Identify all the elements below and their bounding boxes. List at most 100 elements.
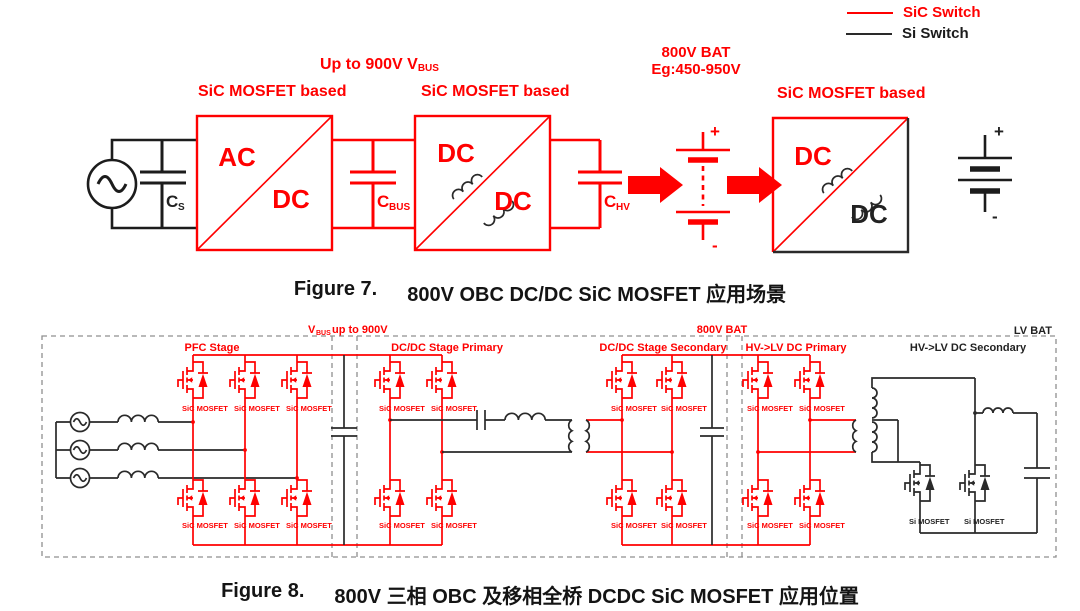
stage-label-pfc: PFC Stage xyxy=(184,342,239,354)
ac-source-circuit xyxy=(86,138,197,230)
stage-boxes xyxy=(41,335,1057,558)
label-800v-bat-line2: Eg:450-950V xyxy=(651,61,741,79)
transformer1-secondary-icon xyxy=(584,419,591,453)
sic-power-path xyxy=(195,114,909,253)
sic-mosfet-icon xyxy=(606,361,638,399)
sic-mosfet-label: SiC MOSFET xyxy=(431,404,477,413)
transformer2-primary-icon xyxy=(851,419,858,453)
sic-mosfet-icon xyxy=(742,479,774,517)
bus-cap-icon xyxy=(331,355,357,545)
label-vbus-sub: BUS xyxy=(417,63,439,74)
sic-mosfet-label: SiC MOSFET xyxy=(379,521,425,530)
transformer-coils-icon xyxy=(451,167,883,227)
sic-mosfet-icon xyxy=(426,479,458,517)
fig8-vbus-post: up to 900V xyxy=(332,324,388,336)
inductor-icon xyxy=(117,414,160,423)
sic-mosfet-label: SiC MOSFET xyxy=(286,404,332,413)
sic-mosfet-label: SiC MOSFET xyxy=(661,404,707,413)
sic-mosfet-icon xyxy=(656,479,688,517)
sic-mosfet-label: SiC MOSFET xyxy=(182,521,228,530)
stage-label-hvlv-primary: HV->LV DC Primary xyxy=(746,342,848,354)
dcdc2-block xyxy=(773,118,910,254)
figure8-caption-text: 800V 三相 OBC 及移相全桥 DCDC SiC MOSFET 应用位置 xyxy=(334,586,859,608)
dcdc1-block xyxy=(413,114,552,252)
fig8-lv-bat: LV BAT xyxy=(1014,325,1052,337)
figure8-caption: Figure 8. 800V 三相 OBC 及移相全桥 DCDC SiC MOS… xyxy=(0,580,1080,609)
sic-mosfet-icon xyxy=(426,361,458,399)
label-800v-bat-line1: 800V BAT xyxy=(661,44,731,61)
sic-mosfet-icon xyxy=(281,361,313,399)
stage-label-dcdc-secondary: DC/DC Stage Secondary xyxy=(599,342,727,354)
label-800v-bat: 800V BAT Eg:450-950V xyxy=(626,44,766,79)
dcdc2-label-top: DC xyxy=(794,141,832,171)
si-mosfet-icon xyxy=(904,464,936,502)
figure7-caption-num: Figure 7. xyxy=(293,278,378,300)
legend-item-sic: SiC Switch xyxy=(847,4,981,21)
fig8-800v-bat: 800V BAT xyxy=(697,324,748,336)
label-vbus-900v: Up to 900V VBUS xyxy=(320,56,439,75)
cap-cbus-icon xyxy=(350,140,396,228)
sic-mosfet-icon xyxy=(281,479,313,517)
figure8-labels: V BUS up to 900V 800V BAT LV BAT PFC Sta… xyxy=(184,324,1052,354)
sic-mosfet-label: SiC MOSFET xyxy=(286,521,332,530)
series-inductor-icon xyxy=(504,412,572,421)
sic-mosfet-icon xyxy=(374,479,406,517)
sic-mosfet-icon xyxy=(229,361,261,399)
dcdc1-label-bottom: DC xyxy=(494,186,532,216)
sic-switch-line-icon xyxy=(847,11,893,14)
legend-item-si: Si Switch xyxy=(846,25,969,42)
stage-dashed-separators xyxy=(331,336,743,557)
sic-mosfet-label: SiC MOSFET xyxy=(234,521,280,530)
dcdc2-label-bottom: DC xyxy=(850,199,888,229)
cap-chv-sub: HV xyxy=(616,202,630,213)
sic-mosfets xyxy=(177,361,991,517)
sic-mosfet-label: SiC MOSFET xyxy=(661,521,707,530)
battery-hv-minus: - xyxy=(712,236,718,255)
label-sic-based-1: SiC MOSFET based xyxy=(198,83,347,100)
sic-mosfet-label: SiC MOSFET xyxy=(747,404,793,413)
arrow-right-icon xyxy=(628,167,683,203)
label-sic-based-3: SiC MOSFET based xyxy=(777,85,926,102)
ac-source-icon xyxy=(69,467,91,489)
dcdc1-label-top: DC xyxy=(437,138,475,168)
sic-mosfet-label: SiC MOSFET xyxy=(799,404,845,413)
cap-cs-icon xyxy=(140,140,186,228)
sic-mosfet-label: SiC MOSFET xyxy=(431,521,477,530)
cap-cs-label: C xyxy=(166,192,178,211)
figure8-caption-num: Figure 8. xyxy=(221,580,305,602)
arrow-right-icon xyxy=(727,167,782,203)
bus-cap-800v-icon xyxy=(700,355,724,545)
inductor-icon xyxy=(117,442,160,451)
figure7-diagram: AC DC DC DC DC DC C S C BUS C HV + - + - xyxy=(86,114,1012,255)
ac-source-icon xyxy=(69,439,91,461)
sic-mosfet-label: SiC MOSFET xyxy=(611,521,657,530)
figure7-caption: Figure 7. 800V OBC DC/DC SiC MOSFET 应用场景 xyxy=(0,278,1080,307)
fig8-vbus-pre: V xyxy=(308,324,316,336)
si-mosfet-label: Si MOSFET xyxy=(964,517,1005,526)
stage-label-dcdc-primary: DC/DC Stage Primary xyxy=(391,342,504,354)
si-switch-line-icon xyxy=(846,32,892,35)
three-phase-input xyxy=(55,411,297,489)
series-cap-icon xyxy=(390,410,505,430)
cap-chv-icon xyxy=(578,140,622,228)
label-vbus-pre: Up to 900V V xyxy=(320,56,418,73)
inductor-icon xyxy=(117,470,160,479)
passive-components xyxy=(331,355,1050,545)
battery-hv-icon xyxy=(676,132,730,240)
figure7-caption-text: 800V OBC DC/DC SiC MOSFET 应用场景 xyxy=(407,284,787,306)
sic-mosfet-label: SiC MOSFET xyxy=(799,521,845,530)
sic-mosfet-icon xyxy=(374,361,406,399)
output-inductor-icon xyxy=(975,407,1038,468)
acdc-label-top: AC xyxy=(218,142,256,172)
cap-cbus-sub: BUS xyxy=(389,202,410,213)
legend-label-sic: SiC Switch xyxy=(903,4,981,21)
cap-cbus-label: C xyxy=(377,192,389,211)
figure8-schematic: SiC MOSFET SiC MOSFET SiC MOSFET SiC MOS… xyxy=(41,324,1057,558)
si-mosfet-icon xyxy=(959,464,991,502)
ac-source-icon xyxy=(69,411,91,433)
transformer1-primary-icon xyxy=(442,419,574,453)
sic-mosfet-label: SiC MOSFET xyxy=(747,521,793,530)
sic-mosfet-icon xyxy=(656,361,688,399)
sine-wave-icon xyxy=(96,175,128,193)
